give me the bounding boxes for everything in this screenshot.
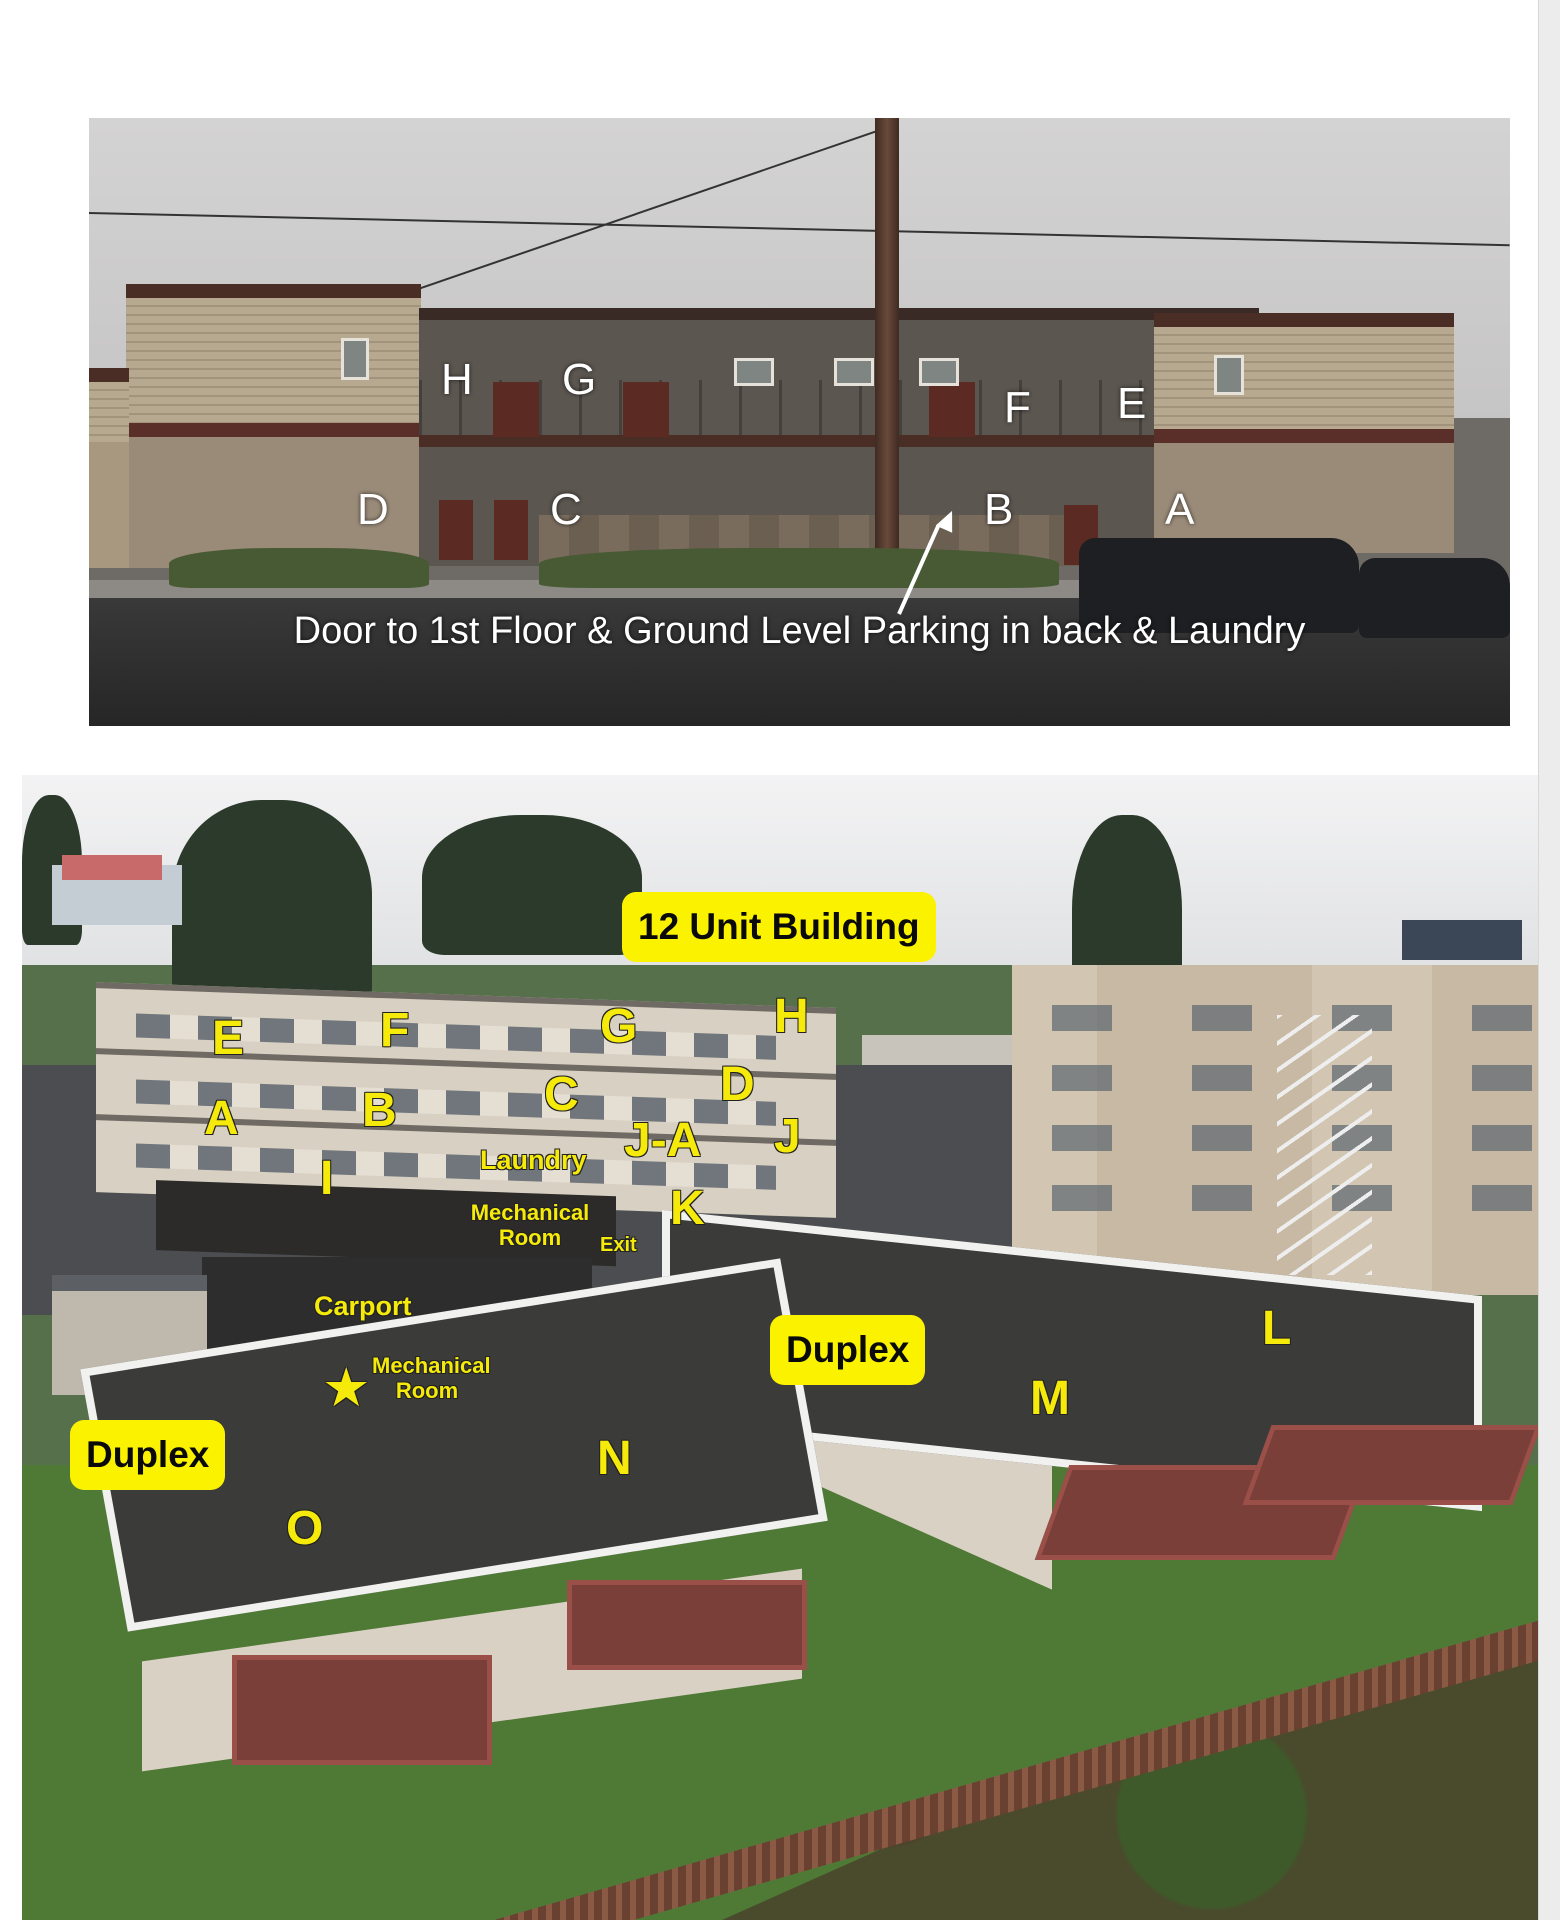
unit-label-a: A xyxy=(1165,485,1195,534)
unit-label-d: D xyxy=(720,1058,755,1111)
shrub xyxy=(539,548,1059,588)
unit-label-m: M xyxy=(1030,1372,1070,1425)
tree xyxy=(422,815,642,955)
street-view-photo: H G F E D C B A Door to 1st Floor & Grou… xyxy=(89,118,1510,726)
scrollbar[interactable] xyxy=(1538,0,1560,1920)
laundry-label: Laundry xyxy=(480,1145,587,1175)
unit-label-h: H xyxy=(774,990,809,1043)
unit-label-k: K xyxy=(670,1182,705,1235)
unit-label-e: E xyxy=(212,1012,245,1065)
parked-car xyxy=(1079,538,1359,633)
neighbor-house xyxy=(1402,920,1522,960)
center-section xyxy=(419,308,1259,566)
unit-label-g: G xyxy=(600,1000,638,1053)
left-wing xyxy=(126,284,421,568)
parked-car xyxy=(1359,558,1510,638)
neighbor-house xyxy=(62,855,162,880)
exit-label: Exit xyxy=(600,1234,637,1256)
photo-caption: Door to 1st Floor & Ground Level Parking… xyxy=(293,610,1306,652)
unit-label-d: D xyxy=(357,485,389,534)
shrub xyxy=(169,548,429,588)
unit-label-b: B xyxy=(984,485,1014,534)
unit-label-b: B xyxy=(362,1084,397,1137)
unit-label-j: J xyxy=(774,1110,801,1163)
unit-label-f: F xyxy=(380,1004,410,1057)
duplex-tag-right: Duplex xyxy=(770,1315,926,1385)
unit-label-e: E xyxy=(1117,379,1147,428)
unit-label-c: C xyxy=(544,1068,579,1121)
deck xyxy=(1242,1425,1538,1505)
mechanical-room-label: Mechanical Room xyxy=(470,1200,590,1250)
deck xyxy=(567,1580,807,1670)
deck xyxy=(232,1655,492,1765)
unit-label-i: I xyxy=(320,1152,334,1205)
unit-label-o: O xyxy=(286,1502,324,1555)
unit-label-h: H xyxy=(441,355,473,404)
unit-label-l: L xyxy=(1262,1302,1292,1355)
unit-label-j-a: J-A xyxy=(624,1114,702,1167)
exterior-stairs xyxy=(1277,1015,1372,1275)
right-wing xyxy=(1154,313,1454,553)
carport-label: Carport xyxy=(314,1291,412,1321)
unit-label-a: A xyxy=(204,1092,239,1145)
neighbor-house xyxy=(89,368,129,568)
duplex-tag-left: Duplex xyxy=(70,1420,226,1490)
utility-pole xyxy=(875,118,899,558)
building-title-tag: 12 Unit Building xyxy=(622,892,936,962)
aerial-view-photo: 12 Unit Building E F G H A B C D J-A J I… xyxy=(22,775,1538,1920)
unit-label-c: C xyxy=(550,485,582,534)
unit-label-f: F xyxy=(1004,383,1031,432)
mechanical-room-label: Mechanical Room xyxy=(372,1353,491,1403)
tree xyxy=(172,800,372,1010)
neighbor-apartment-building xyxy=(1012,965,1538,1295)
unit-label-g: G xyxy=(562,355,597,404)
star-icon: ★ xyxy=(322,1358,371,1418)
unit-label-n: N xyxy=(597,1432,632,1485)
